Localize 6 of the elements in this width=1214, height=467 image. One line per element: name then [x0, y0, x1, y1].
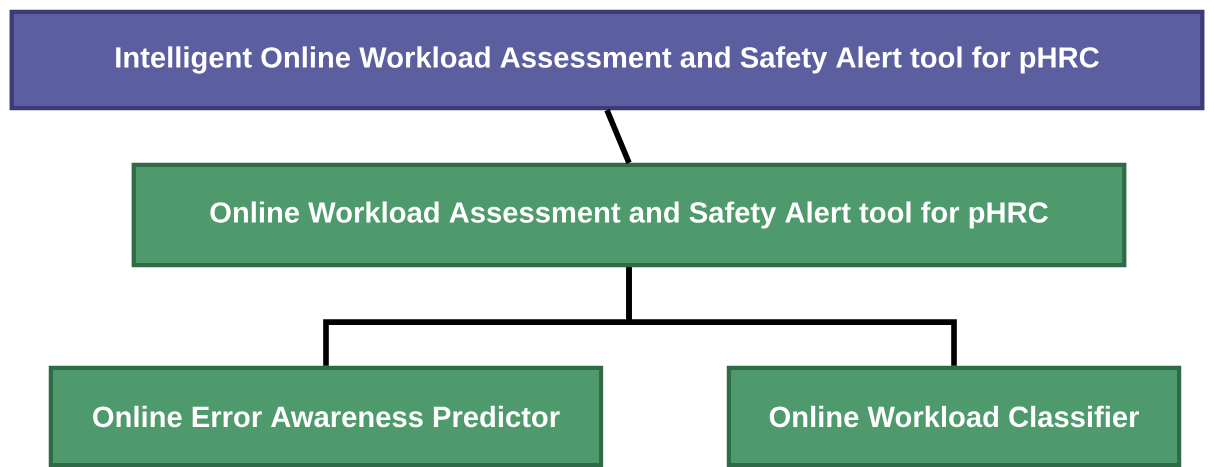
process-box: Online Workload Classifier: [726, 365, 1182, 467]
process-box: Online Workload Assessment and Safety Alert tool for pHRC: [131, 162, 1127, 268]
process-box: Online Error Awareness Predictor: [48, 365, 604, 467]
connector-line: [604, 109, 632, 164]
process-box: Intelligent Online Workload Assessment and Safety Alert tool for pHRC: [9, 9, 1205, 111]
connector-line: [626, 267, 957, 366]
